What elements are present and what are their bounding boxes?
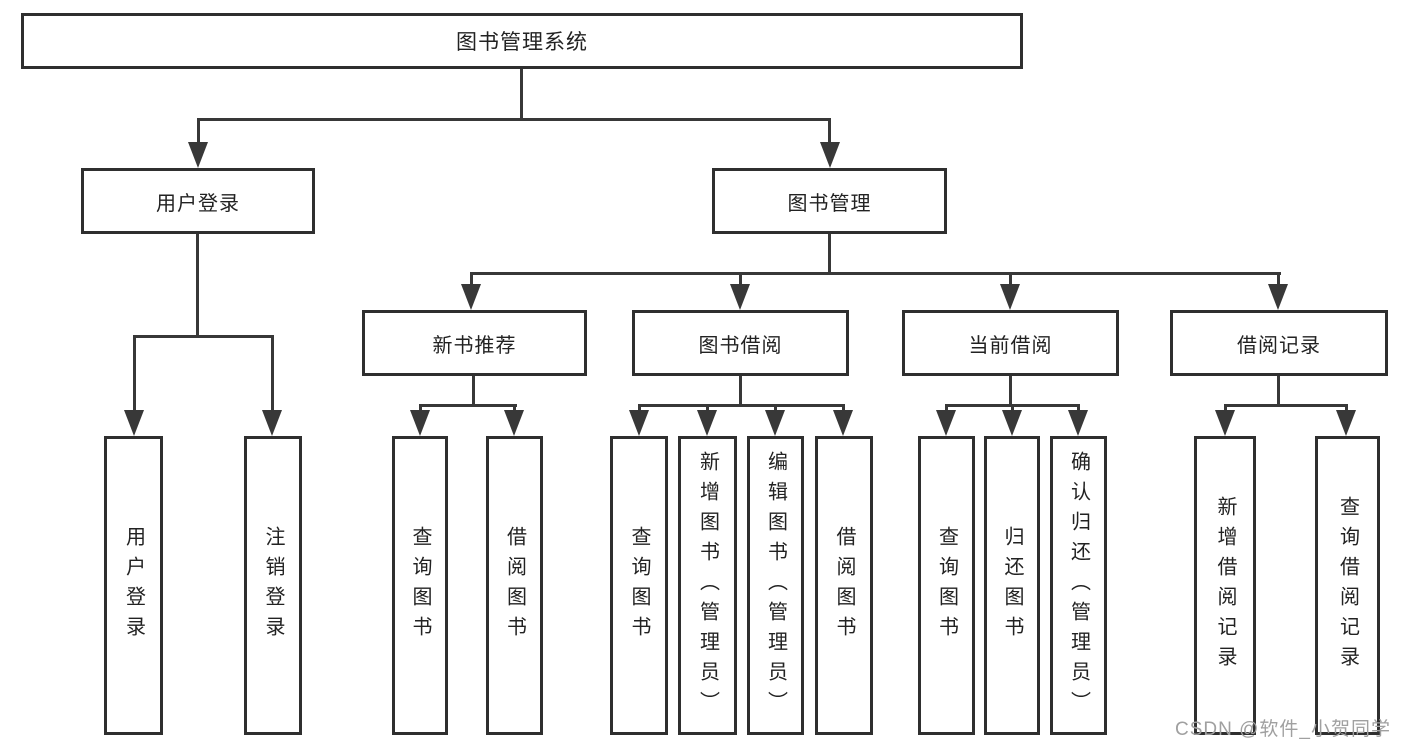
arrowhead-down-icon: [1002, 410, 1022, 436]
arrowhead-down-icon: [1268, 284, 1288, 310]
arrowhead-down-icon: [1215, 410, 1235, 436]
node-book-borrow: 图书借阅: [632, 310, 849, 376]
connector-v: [828, 234, 831, 274]
arrowhead-down-icon: [833, 410, 853, 436]
connector-v: [774, 404, 777, 414]
arrowhead-down-icon: [504, 410, 524, 436]
arrowhead-down-icon: [730, 284, 750, 310]
connector-v: [1009, 376, 1012, 407]
leaf-query-book: 查询图书: [918, 436, 975, 735]
arrowhead-down-icon: [1000, 284, 1020, 310]
leaf-label: 编辑图书（管理员）: [764, 450, 787, 721]
connector-v: [133, 335, 136, 413]
arrowhead-down-icon: [1336, 410, 1356, 436]
leaf-label: 查询图书: [935, 525, 958, 646]
connector-v: [1345, 404, 1348, 414]
leaf-label: 查询图书: [628, 525, 650, 646]
node-book-management: 图书管理: [712, 168, 947, 234]
watermark: CSDN @软件_小贺同学: [1175, 719, 1391, 740]
leaf-logout: 注销登录: [244, 436, 302, 735]
leaf-return-book: 归还图书: [984, 436, 1040, 735]
leaf-label: 注销登录: [262, 525, 284, 646]
connector-h: [197, 118, 831, 121]
connector-h: [470, 272, 1281, 275]
leaf-label: 用户登录: [122, 525, 145, 646]
arrowhead-down-icon: [410, 410, 430, 436]
leaf-label: 查询图书: [409, 525, 431, 646]
connector-v: [1277, 272, 1280, 288]
connector-v: [197, 118, 200, 146]
arrowhead-down-icon: [697, 410, 717, 436]
arrowhead-down-icon: [1068, 410, 1088, 436]
leaf-label: 确认归还（管理员）: [1067, 450, 1090, 721]
node-current-borrow: 当前借阅: [902, 310, 1119, 376]
connector-v: [828, 118, 831, 146]
arrowhead-down-icon: [461, 284, 481, 310]
connector-v: [1011, 404, 1014, 414]
leaf-label: 新增图书（管理员）: [696, 450, 719, 721]
arrowhead-down-icon: [629, 410, 649, 436]
connector-v: [472, 376, 475, 407]
connector-v: [1077, 404, 1080, 414]
leaf-add-book-admin: 新增图书（管理员）: [678, 436, 737, 735]
leaf-label: 借阅图书: [503, 525, 526, 646]
leaf-label: 新增借阅记录: [1214, 495, 1236, 676]
leaf-label: 借阅图书: [833, 525, 855, 646]
connector-v: [739, 272, 742, 288]
leaf-label: 查询借阅记录: [1336, 495, 1359, 676]
arrowhead-down-icon: [765, 410, 785, 436]
node-user-login: 用户登录: [81, 168, 315, 234]
connector-v: [706, 404, 709, 414]
connector-v: [842, 404, 845, 414]
leaf-add-borrow-record: 新增借阅记录: [1194, 436, 1256, 735]
arrowhead-down-icon: [188, 142, 208, 168]
connector-v: [419, 404, 422, 414]
leaf-borrow-book: 借阅图书: [815, 436, 873, 735]
connector-h: [1224, 404, 1348, 407]
connector-v: [196, 234, 199, 338]
leaf-query-book: 查询图书: [610, 436, 668, 735]
node-borrow-records: 借阅记录: [1170, 310, 1388, 376]
leaf-user-login: 用户登录: [104, 436, 163, 735]
leaf-label: 归还图书: [1001, 525, 1023, 646]
arrowhead-down-icon: [820, 142, 840, 168]
node-root: 图书管理系统: [21, 13, 1023, 69]
connector-v: [739, 376, 742, 407]
connector-v: [945, 404, 948, 414]
arrowhead-down-icon: [124, 410, 144, 436]
leaf-confirm-return-admin: 确认归还（管理员）: [1050, 436, 1107, 735]
leaf-query-borrow-record: 查询借阅记录: [1315, 436, 1380, 735]
connector-h: [420, 404, 517, 407]
leaf-borrow-book: 借阅图书: [486, 436, 543, 735]
connector-v: [638, 404, 641, 414]
connector-v: [470, 272, 473, 288]
connector-v: [271, 335, 274, 413]
connector-v: [1277, 376, 1280, 407]
connector-v: [513, 404, 516, 414]
connector-v: [1009, 272, 1012, 288]
arrowhead-down-icon: [262, 410, 282, 436]
connector-h: [133, 335, 274, 338]
arrowhead-down-icon: [936, 410, 956, 436]
leaf-edit-book-admin: 编辑图书（管理员）: [747, 436, 804, 735]
connector-v: [520, 69, 523, 120]
connector-h: [638, 404, 845, 407]
leaf-query-book: 查询图书: [392, 436, 448, 735]
connector-v: [1224, 404, 1227, 414]
node-new-book-recommend: 新书推荐: [362, 310, 587, 376]
